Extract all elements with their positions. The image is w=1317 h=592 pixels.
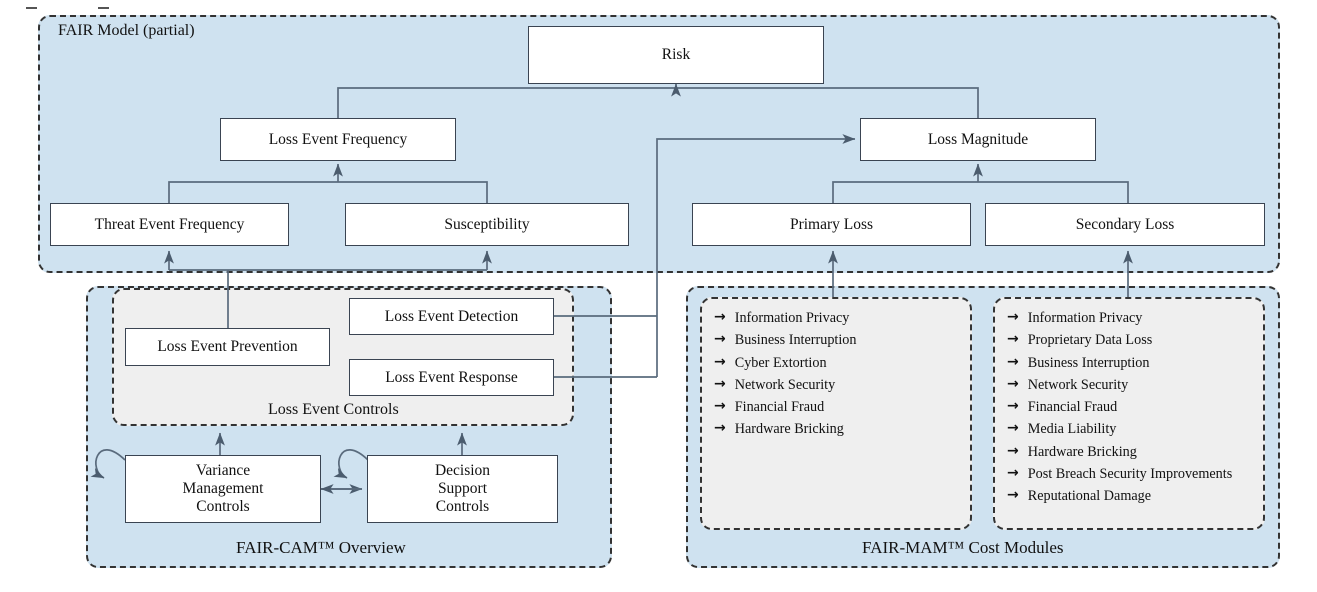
- list-item-label: Information Privacy: [1027, 310, 1143, 326]
- list-item: → Business Interruption: [1007, 353, 1257, 372]
- node-variance-management-controls[interactable]: Variance Management Controls: [125, 455, 321, 523]
- node-decision-support-controls[interactable]: Decision Support Controls: [367, 455, 558, 523]
- list-item-label: Network Security: [734, 376, 836, 393]
- group-fair-mam-label: FAIR-MAM™ Cost Modules: [862, 538, 1064, 557]
- list-item-label: Reputational Damage: [1027, 488, 1152, 504]
- list-item-label: Post Breach Security Improvements: [1027, 465, 1233, 482]
- node-loss-event-prevention[interactable]: Loss Event Prevention: [125, 328, 330, 366]
- list-item-label: Hardware Bricking: [734, 421, 844, 438]
- arrow-right-icon: →: [714, 331, 726, 348]
- node-secondary-loss[interactable]: Secondary Loss: [985, 203, 1265, 246]
- node-loss-magnitude[interactable]: Loss Magnitude: [860, 118, 1096, 161]
- group-fair-model-label: FAIR Model (partial): [58, 22, 195, 39]
- list-item-label: Media Liability: [1027, 421, 1117, 438]
- list-item-label: Hardware Bricking: [1027, 443, 1137, 460]
- list-item-label: Business Interruption: [1027, 354, 1150, 371]
- arrow-right-icon: →: [714, 398, 726, 414]
- list-item-label: Business Interruption: [734, 332, 857, 349]
- list-primary-loss-modules: → Information Privacy → Business Interrupti…: [700, 300, 972, 452]
- list-item: → Post Breach Security Improvements: [1007, 464, 1257, 483]
- node-susceptibility[interactable]: Susceptibility: [345, 203, 629, 246]
- arrow-right-icon: →: [1007, 442, 1019, 459]
- list-secondary-loss-modules: → Information Privacy → Proprietary Data Lo…: [993, 300, 1265, 518]
- list-item: → Proprietary Data Loss: [1007, 331, 1257, 349]
- list-item-label: Financial Fraud: [734, 399, 825, 415]
- arrow-right-icon: →: [714, 353, 726, 370]
- arrow-right-icon: →: [1007, 353, 1019, 370]
- arrow-right-icon: →: [714, 309, 726, 325]
- arrow-right-icon: →: [1007, 309, 1019, 325]
- list-item-label: Proprietary Data Loss: [1027, 332, 1153, 349]
- list-item: → Network Security: [1007, 375, 1257, 394]
- list-item: → Media Liability: [1007, 420, 1257, 438]
- node-primary-loss[interactable]: Primary Loss: [692, 203, 971, 246]
- list-item: → Hardware Bricking: [1007, 442, 1257, 461]
- node-loss-event-frequency[interactable]: Loss Event Frequency: [220, 118, 456, 161]
- top-dash-artifact-2: [98, 7, 109, 9]
- list-item: → Information Privacy: [1007, 309, 1257, 327]
- list-item: → Hardware Bricking: [714, 420, 964, 438]
- list-item: → Financial Fraud: [714, 398, 964, 416]
- list-item-label: Information Privacy: [734, 310, 850, 326]
- node-threat-event-frequency[interactable]: Threat Event Frequency: [50, 203, 289, 246]
- list-item: → Reputational Damage: [1007, 487, 1257, 505]
- group-loss-event-controls-label: Loss Event Controls: [268, 401, 399, 418]
- panel-secondary-loss-modules[interactable]: [993, 297, 1265, 530]
- list-item: → Network Security: [714, 375, 964, 394]
- arrow-right-icon: →: [1007, 331, 1019, 348]
- list-item: → Financial Fraud: [1007, 398, 1257, 416]
- top-dash-artifact-1: [26, 7, 37, 9]
- list-item-label: Financial Fraud: [1027, 399, 1118, 415]
- arrow-right-icon: →: [714, 375, 726, 392]
- list-item: → Cyber Extortion: [714, 353, 964, 372]
- arrow-right-icon: →: [1007, 375, 1019, 392]
- list-item: → Information Privacy: [714, 309, 964, 327]
- node-loss-event-detection[interactable]: Loss Event Detection: [349, 298, 554, 335]
- arrow-right-icon: →: [1007, 398, 1019, 414]
- group-fair-cam-label: FAIR-CAM™ Overview: [236, 538, 406, 557]
- arrow-right-icon: →: [1007, 487, 1019, 503]
- node-loss-event-response[interactable]: Loss Event Response: [349, 359, 554, 396]
- list-item-label: Cyber Extortion: [734, 354, 827, 371]
- list-item-label: Network Security: [1027, 376, 1129, 393]
- list-item: → Business Interruption: [714, 331, 964, 349]
- node-risk[interactable]: Risk: [528, 26, 824, 84]
- arrow-right-icon: →: [1007, 420, 1019, 437]
- arrow-right-icon: →: [1007, 464, 1019, 481]
- arrow-right-icon: →: [714, 420, 726, 437]
